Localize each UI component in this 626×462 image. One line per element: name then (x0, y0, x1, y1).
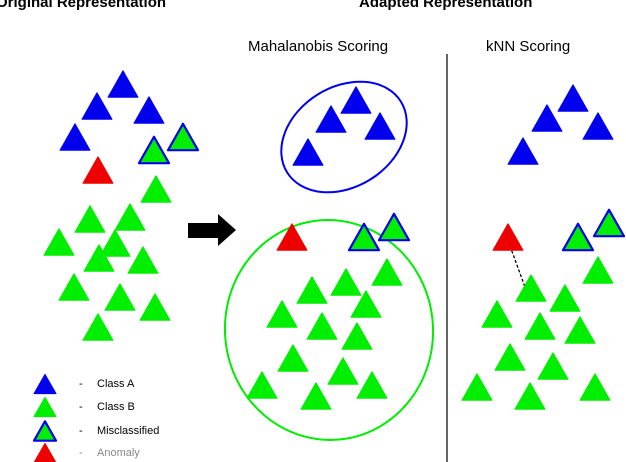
legend-class-a-icon (33, 373, 57, 395)
original-class-b-triangle-7 (127, 246, 159, 274)
mahalanobis-subtitle: Mahalanobis Scoring (248, 38, 389, 55)
knn-anomaly-triangle (492, 223, 524, 251)
mahalanobis-class-b-triangle-5 (266, 300, 298, 328)
original-class-b-triangle-5 (99, 229, 131, 257)
knn-class-b-triangle-10 (579, 373, 611, 401)
original-class-b-triangle-4 (43, 228, 75, 256)
original-class-a-triangle-3 (133, 96, 165, 124)
original-class-b-triangle-9 (104, 283, 136, 311)
knn-class-a-triangle-1 (557, 84, 589, 112)
knn-class-b-triangle-3 (549, 284, 581, 312)
legend-label-class-b: Class B (97, 401, 135, 413)
knn-class-b-triangle-2 (515, 274, 547, 302)
mahalanobis-class-a-triangle-1 (340, 86, 372, 114)
legend-class-b-icon (33, 396, 57, 418)
mahalanobis-misclassified-triangle-2 (377, 212, 411, 242)
original-class-b-triangle-11 (82, 313, 114, 341)
original-anomaly-triangle (82, 156, 114, 184)
original-class-a-triangle-2 (81, 92, 113, 120)
knn-class-a-triangle-3 (582, 112, 614, 140)
legend-dash-misclassified: - (79, 425, 83, 437)
mahalanobis-class-a-triangle-2 (315, 105, 347, 133)
original-class-a-triangle-4 (59, 123, 91, 151)
original-class-b-triangle-1 (140, 175, 172, 203)
knn-class-b-triangle-11 (514, 382, 546, 410)
mahalanobis-class-b-triangle-9 (327, 357, 359, 385)
original-class-b-triangle-8 (58, 273, 90, 301)
mahalanobis-misclassified-triangle-1 (347, 222, 381, 252)
mahalanobis-class-a-triangle-4 (292, 138, 324, 166)
legend-dash-class-a: - (79, 378, 83, 390)
right-arrow-icon (188, 214, 236, 246)
knn-class-b-triangle-8 (537, 352, 569, 380)
knn-subtitle: kNN Scoring (486, 38, 571, 55)
legend-misclassified-icon (32, 420, 58, 442)
original-class-a-triangle-1 (107, 70, 139, 98)
mahalanobis-class-a-ellipse (280, 80, 408, 194)
original-misclassified-triangle-2 (166, 122, 200, 152)
mahalanobis-class-b-triangle-11 (356, 371, 388, 399)
knn-class-a-triangle-2 (531, 104, 563, 132)
knn-class-b-triangle-1 (582, 256, 614, 284)
original-class-b-triangle-2 (74, 205, 106, 233)
original-class-b-triangle-6 (83, 244, 115, 272)
knn-class-b-triangle-4 (481, 300, 513, 328)
knn-misclassified-triangle-2 (592, 208, 626, 238)
knn-class-b-triangle-9 (461, 373, 493, 401)
mahalanobis-class-b-triangle-8 (277, 344, 309, 372)
mahalanobis-class-b-triangle-3 (296, 276, 328, 304)
knn-class-b-triangle-5 (524, 312, 556, 340)
legend-anomaly-icon (33, 442, 57, 462)
adapted-title: Adapted Representation (359, 0, 533, 11)
knn-class-a-triangle-4 (507, 137, 539, 165)
legend-label-misclassified: Misclassified (97, 425, 160, 437)
original-class-b-triangle-3 (114, 203, 146, 231)
mahalanobis-class-b-ellipse (223, 219, 435, 441)
knn-class-b-triangle-6 (564, 316, 596, 344)
original-title: Original Representation (0, 0, 167, 11)
mahalanobis-class-b-triangle-6 (306, 312, 338, 340)
knn-misclassified-triangle-1 (561, 222, 595, 252)
legend-dash-anomaly: - (79, 447, 83, 459)
original-misclassified-triangle-1 (137, 135, 171, 165)
mahalanobis-class-a-triangle-3 (364, 112, 396, 140)
mahalanobis-class-b-triangle-12 (300, 382, 332, 410)
original-class-b-triangle-10 (139, 293, 171, 321)
legend-label-class-a: Class A (97, 378, 135, 390)
mahalanobis-class-b-triangle-4 (350, 290, 382, 318)
legend-dash-class-b: - (79, 401, 83, 413)
mahalanobis-class-b-triangle-10 (246, 371, 278, 399)
mahalanobis-class-b-triangle-1 (371, 258, 403, 286)
mahalanobis-class-b-triangle-2 (330, 268, 362, 296)
knn-class-b-triangle-7 (494, 343, 526, 371)
mahalanobis-anomaly-triangle (276, 223, 308, 251)
mahalanobis-class-b-triangle-7 (341, 322, 373, 350)
legend-label-anomaly: Anomaly (97, 447, 140, 459)
